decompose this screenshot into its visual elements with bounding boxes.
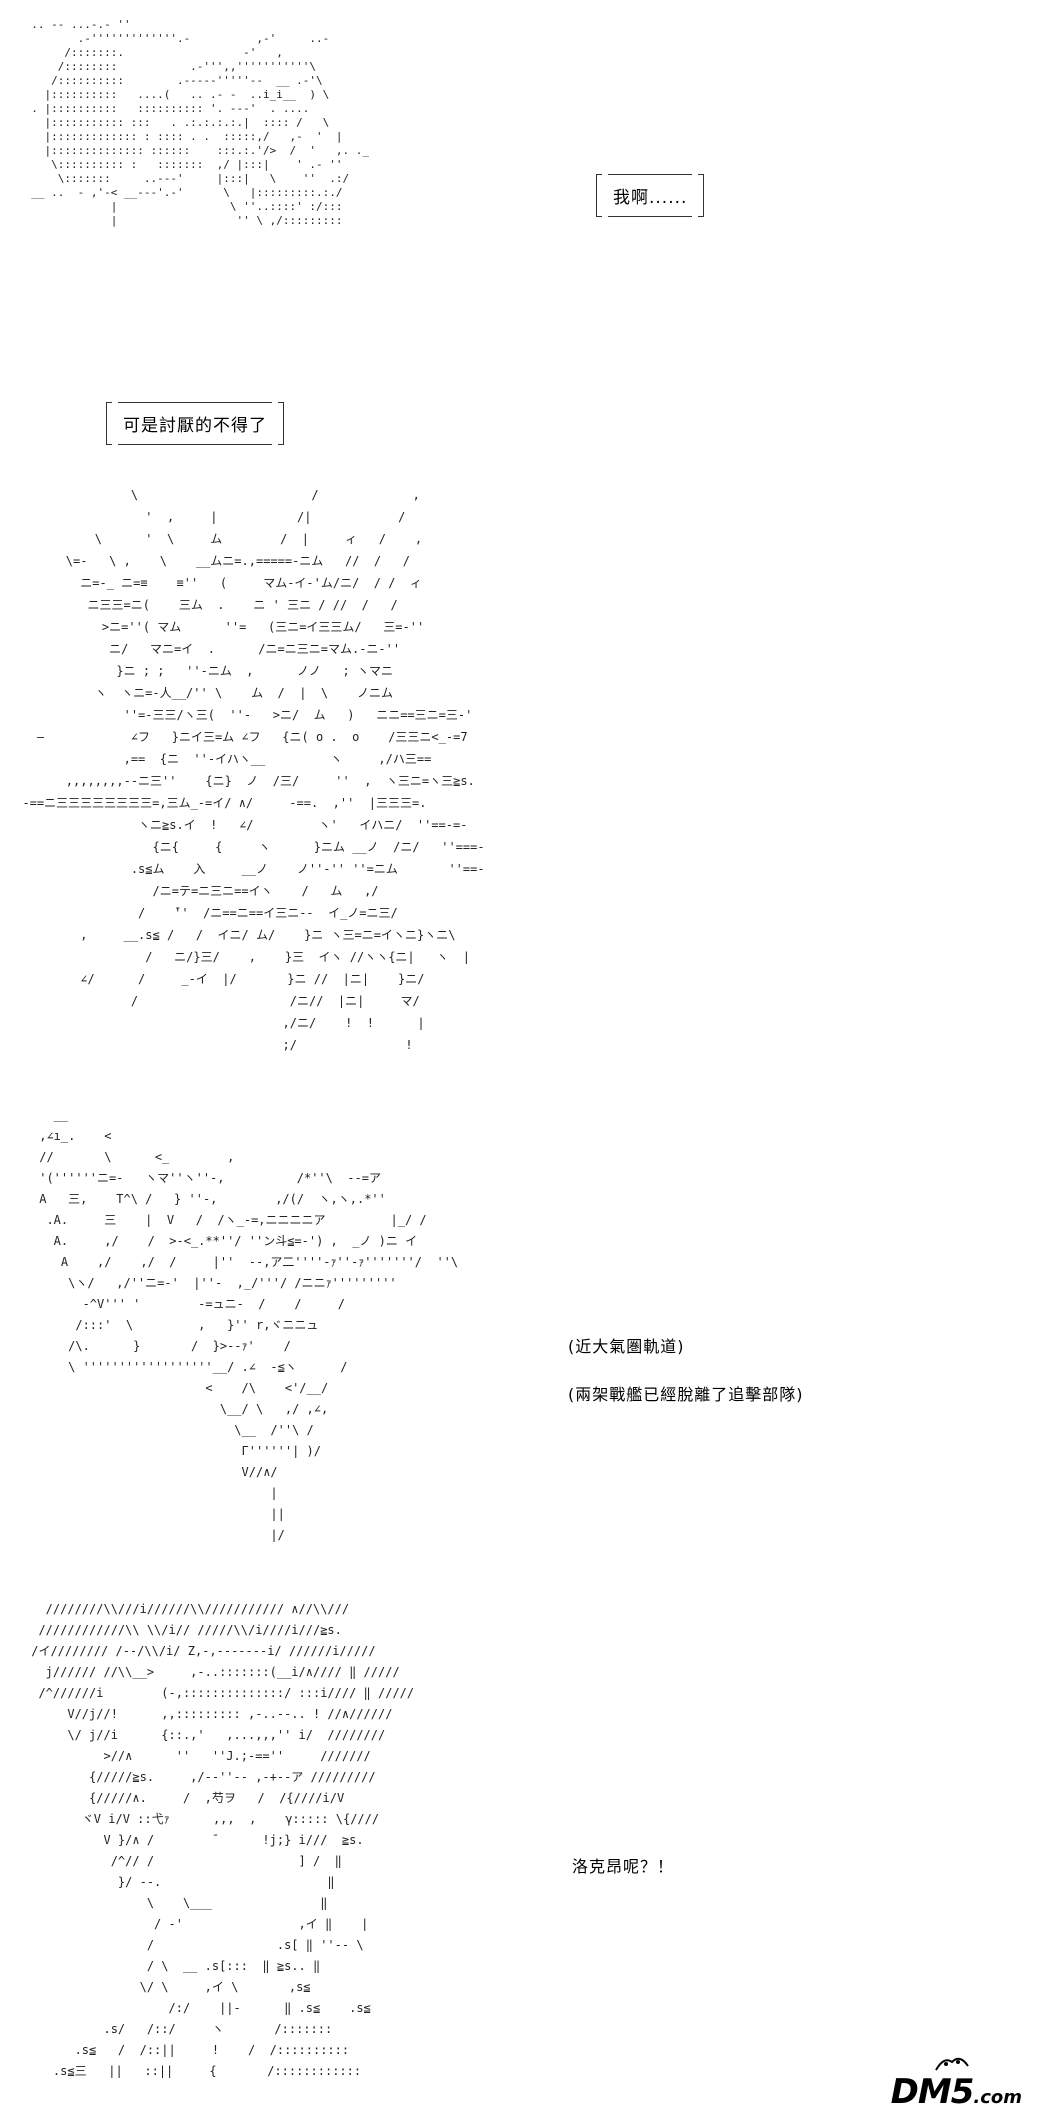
ascii-art-character-2: ////////\\///i//////\\/////////// ∧//\\/… xyxy=(31,1602,415,2078)
narration-caption-lockon: 洛克昂呢？！ xyxy=(572,1857,675,1876)
ascii-art-explosion: \ / , ' , | /| / \ ' \ ム / | ィ / , \=- \… xyxy=(22,488,485,1052)
narration-caption-orbit: (近大氣圏軌道) xyxy=(568,1337,685,1356)
logo-mascot-icon xyxy=(935,2057,969,2071)
panel-1: .. -- ...-.- '' .-'''''''''''''.- ,-' ..… xyxy=(0,0,1040,380)
panel-3: __ ,∠ı_. < // \ <_ , '(''''''ニ=- ヽマ''ヽ''… xyxy=(0,1085,1040,1575)
narration-caption-escape: (兩架戰艦已經脫離了追擊部隊) xyxy=(568,1385,804,1404)
speech-box-1: 我啊...... xyxy=(596,174,705,217)
panel-2: 可是討厭的不得了 \ / , ' , | /| / \ ' \ ム / | ィ … xyxy=(0,380,1040,1080)
watermark-brand: DM5 xyxy=(890,2072,975,2112)
watermark-domain: .com xyxy=(973,2087,1022,2108)
ascii-art-character-1: .. -- ...-.- '' .-'''''''''''''.- ,-' ..… xyxy=(31,18,369,227)
speech-box-2: 可是討厭的不得了 xyxy=(106,402,284,445)
ascii-art-spaceship: __ ,∠ı_. < // \ <_ , '(''''''ニ=- ヽマ''ヽ''… xyxy=(39,1108,459,1542)
panel-4: ////////\\///i//////\\/////////// ∧//\\/… xyxy=(0,1585,1040,2120)
watermark-logo: DM5.com xyxy=(891,2072,1022,2112)
